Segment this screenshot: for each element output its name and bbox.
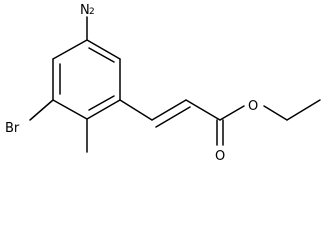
ester-o-ch2-bond [263, 105, 288, 121]
ester-oxygen-label: O [248, 99, 258, 114]
alkene-bond-outer [151, 99, 187, 121]
ester-c-o-bond [219, 105, 245, 121]
ring-bond-c6-c1 [52, 39, 88, 60]
vinyl-bond [119, 99, 153, 121]
amino-n-text: N [80, 3, 90, 18]
ring-bond-c4-c5 [52, 99, 88, 120]
ring-double-bond-inner-1 [88, 47, 115, 63]
alkene-bond-inner [155, 106, 191, 128]
carbonyl-carbon-bond [185, 99, 221, 121]
ring-bond-c1-c2 [86, 39, 121, 60]
chemical-structure-drawing: N 2 Br O O [5, 3, 321, 164]
ring-bond-c3-c4 [86, 99, 121, 120]
bromo-bond [29, 99, 54, 121]
benzene-ring [52, 39, 121, 120]
carbonyl-oxygen-label: O [215, 149, 225, 164]
ring-double-bond-inner-2 [88, 95, 115, 111]
amino-label: N 2 [80, 3, 95, 18]
amino-h2-text: 2 [89, 7, 95, 17]
bromo-label: Br [5, 121, 20, 136]
ethyl-bond [286, 99, 321, 121]
